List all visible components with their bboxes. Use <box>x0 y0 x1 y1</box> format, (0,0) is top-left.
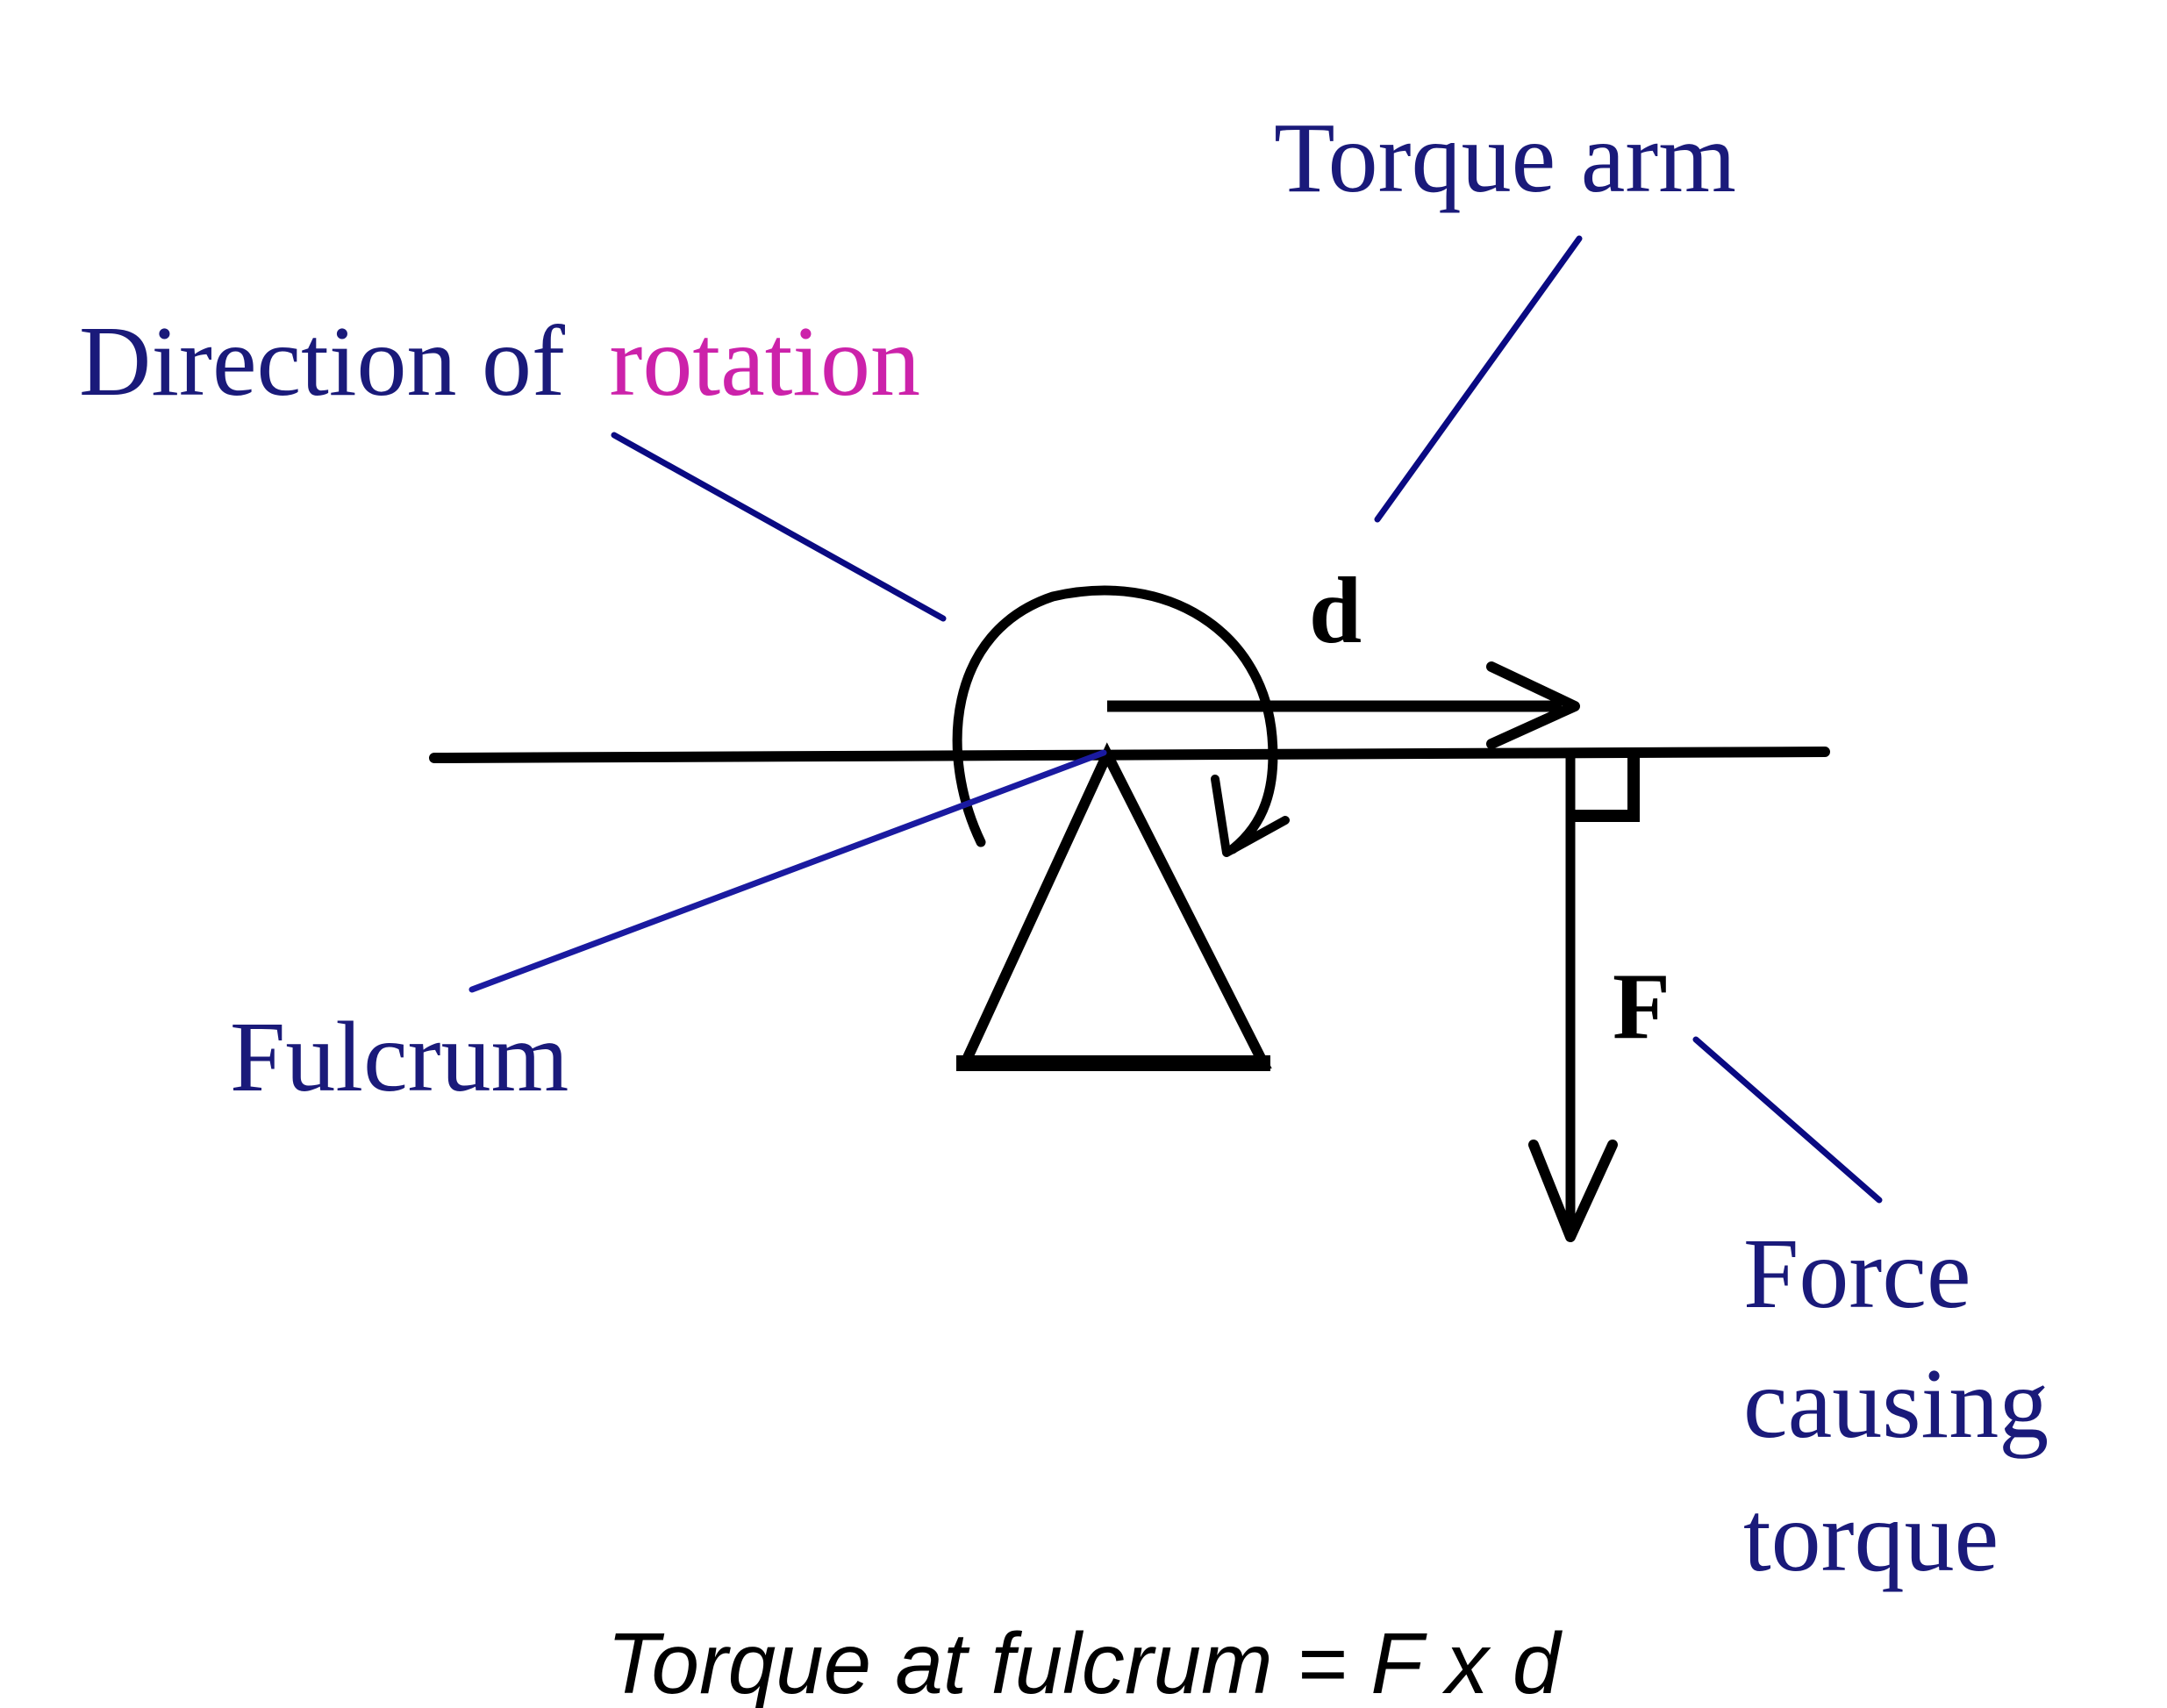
torque-arm-label: Torque arm <box>1274 102 1736 213</box>
force-leader <box>1692 1036 1883 1204</box>
force-variable-label: F <box>1613 954 1670 1059</box>
force-arrowhead <box>1528 1140 1618 1242</box>
direction-label-part1: Direction of <box>79 305 565 417</box>
lever-beam <box>429 747 1830 763</box>
force-label-line3: torque <box>1743 1481 1999 1592</box>
torque-arm-arrowhead <box>1486 661 1580 749</box>
fulcrum-leader <box>468 749 1107 993</box>
direction-leader <box>611 432 947 622</box>
force-label-line1: Force <box>1743 1218 1971 1329</box>
torque-arm-leader <box>1374 235 1583 523</box>
fulcrum-label: Fulcrum <box>230 1001 569 1112</box>
force-label-line2: causing <box>1743 1347 2049 1459</box>
rotation-arc <box>952 585 1278 854</box>
distance-variable-label: d <box>1309 559 1362 663</box>
right-angle-marker <box>1570 756 1640 822</box>
force-causing-torque-label: Force causing torque <box>1743 1218 2074 1592</box>
rotation-arrowhead <box>1211 775 1290 857</box>
torque-formula-caption: Torque at fulcrum = F x d <box>607 1615 1563 1708</box>
direction-label-part2: rotation <box>609 305 920 417</box>
direction-of-rotation-label: Direction of rotation <box>79 305 920 417</box>
